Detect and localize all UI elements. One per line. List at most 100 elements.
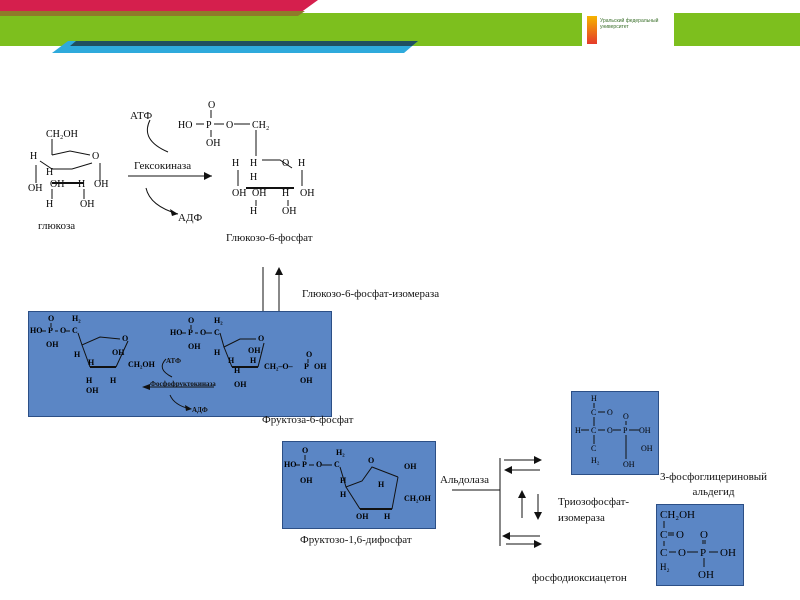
svg-text:O: O: [188, 316, 194, 325]
svg-text:H: H: [282, 188, 289, 199]
svg-text:OH: OH: [248, 346, 261, 355]
gap-box: [571, 391, 659, 475]
svg-text:O: O: [258, 334, 264, 343]
svg-text:H: H: [250, 172, 257, 183]
svg-text:OH: OH: [188, 342, 201, 351]
svg-text:O: O: [302, 446, 308, 455]
svg-text:H: H: [575, 426, 581, 435]
f16bp-label: Фруктозо-1,6-дифосфат: [300, 534, 412, 546]
svg-text:P: P: [623, 426, 628, 435]
svg-text:H: H: [46, 167, 53, 178]
svg-text:OH: OH: [112, 348, 125, 357]
gap-structure: H C O H C O P OH O OH C H₂ OH: [575, 394, 653, 469]
svg-text:OH: OH: [300, 188, 314, 199]
aldolase-arrows: [452, 456, 542, 548]
svg-text:C: C: [214, 328, 220, 337]
pfk-label: Фосфофруктокиназа: [150, 380, 216, 388]
glucose-structure: CH₂OH H O H OH OH H OH H OH: [28, 129, 108, 210]
g6p-label: Глюкозо-6-фосфат: [226, 232, 313, 244]
svg-text:O: O: [368, 456, 374, 465]
tpi-label: Триозофосфат- изомераза: [558, 496, 630, 524]
svg-text:HO: HO: [178, 120, 192, 131]
svg-text:C: C: [660, 529, 667, 541]
svg-text:C: C: [334, 460, 340, 469]
svg-text:OH: OH: [698, 569, 714, 581]
dhap-structure: CH₂OH C O C O P OH O H₂ OH: [660, 509, 736, 581]
svg-text:OH: OH: [282, 206, 296, 217]
svg-text:C: C: [591, 444, 596, 453]
svg-text:OH: OH: [314, 362, 327, 371]
svg-text:H: H: [30, 151, 37, 162]
svg-text:O: O: [60, 326, 66, 335]
svg-text:CH₂: CH₂: [252, 120, 269, 131]
svg-text:H: H: [78, 179, 85, 190]
svg-text:OH: OH: [623, 460, 635, 469]
svg-text:P: P: [188, 328, 193, 337]
svg-text:CH₂OH: CH₂OH: [128, 360, 156, 369]
svg-text:H: H: [74, 350, 81, 359]
svg-text:H: H: [228, 356, 235, 365]
svg-text:H: H: [340, 490, 347, 499]
f16bp-box: [282, 441, 436, 529]
svg-text:O: O: [700, 529, 708, 541]
svg-text:OH: OH: [80, 199, 94, 210]
svg-text:H: H: [88, 358, 95, 367]
logo-text: Уральский федеральный университет: [600, 18, 659, 30]
svg-text:P: P: [700, 547, 706, 559]
svg-text:H₂: H₂: [336, 448, 345, 457]
header-bands: [0, 0, 800, 53]
svg-text:O: O: [678, 547, 686, 559]
svg-text:H₂: H₂: [214, 316, 223, 325]
hexokinase-label: Гексокиназа: [134, 160, 192, 172]
svg-text:H: H: [232, 158, 239, 169]
svg-text:OH: OH: [94, 179, 108, 190]
svg-text:C: C: [72, 326, 78, 335]
svg-text:H: H: [298, 158, 305, 169]
svg-text:H: H: [384, 512, 391, 521]
f16bp-structure: O HO P O C H₂ OH O H OH H H CH₂OH OH H: [284, 446, 432, 521]
svg-text:O: O: [122, 334, 128, 343]
svg-text:OH: OH: [356, 512, 369, 521]
svg-text:O: O: [208, 100, 215, 111]
f6p-structure: O HO P O C H₂ OH O H OH H CH₂OH H H OH O…: [30, 314, 327, 395]
dhap-box: [656, 504, 744, 586]
svg-text:OH: OH: [641, 444, 653, 453]
svg-text:OH: OH: [50, 179, 64, 190]
svg-text:C: C: [660, 547, 667, 559]
svg-text:OH: OH: [86, 386, 99, 395]
svg-text:OH: OH: [639, 426, 651, 435]
svg-text:OH: OH: [404, 462, 417, 471]
svg-text:CH₂–O–: CH₂–O–: [264, 362, 294, 371]
svg-text:C: C: [591, 426, 596, 435]
atf-top-label: АТФ: [130, 110, 153, 122]
svg-text:P: P: [304, 362, 309, 371]
logo-mark: [587, 16, 597, 44]
band-red: [0, 0, 318, 13]
svg-text:HO: HO: [170, 328, 182, 337]
svg-text:OH: OH: [234, 380, 247, 389]
svg-text:H: H: [250, 206, 257, 217]
svg-text:P: P: [302, 460, 307, 469]
svg-text:H₂: H₂: [72, 314, 81, 323]
svg-text:OH: OH: [252, 188, 266, 199]
f6p-box: [28, 311, 332, 417]
svg-text:OH: OH: [232, 188, 246, 199]
aldolase-label: Альдолаза: [440, 474, 490, 486]
atf-mid-label: АТФ: [166, 357, 181, 365]
svg-text:OH: OH: [46, 340, 59, 349]
svg-text:H: H: [340, 476, 347, 485]
svg-text:CH₂OH: CH₂OH: [660, 509, 695, 521]
svg-text:H: H: [250, 158, 257, 169]
svg-text:OH: OH: [300, 376, 313, 385]
svg-text:C: C: [591, 408, 596, 417]
svg-text:P: P: [206, 120, 212, 131]
adf-mid-label: АДФ: [192, 406, 208, 414]
svg-text:H: H: [250, 356, 257, 365]
svg-text:O: O: [607, 408, 613, 417]
svg-text:OH: OH: [300, 476, 313, 485]
svg-text:H₂: H₂: [660, 562, 670, 572]
adf-top-label: АДФ: [178, 212, 203, 224]
svg-text:O: O: [306, 350, 312, 359]
glucose-ch2oh: CH₂OH: [46, 129, 78, 140]
svg-text:O: O: [676, 529, 684, 541]
